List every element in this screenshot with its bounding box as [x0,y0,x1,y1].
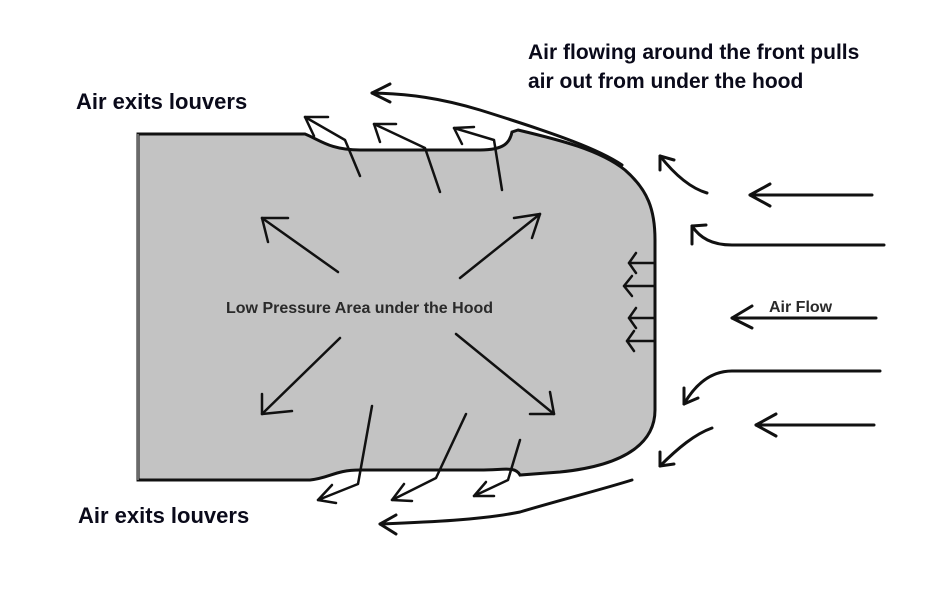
radiator-arrow-4 [625,329,657,353]
louver-arrow-top-1 [303,115,362,178]
airflow-arrow-center [730,304,878,330]
louver-arrow-bottom-2 [390,412,468,503]
center-label: Low Pressure Area under the Hood [226,300,493,317]
wrap-arrow-bottom-front [658,426,714,468]
pressure-arrow-down-right [454,332,556,416]
radiator-arrow-1 [627,251,657,275]
wrap-arrow-bottom-long [378,478,634,536]
bottom-left-label: Air exits louvers [78,503,249,528]
top-left-label: Air exits louvers [76,89,247,114]
wrap-arrow-top-long [370,82,624,167]
radiator-arrow-2 [622,274,657,298]
radiator-arrows [622,251,657,353]
radiator-arrow-3 [627,306,657,330]
top-right-label-line2: air out from under the hood [528,70,803,93]
air-flow-label: Air Flow [769,299,833,316]
wrap-arrow-top-front [658,154,709,195]
airflow-arrow-curve-up [690,223,886,247]
pressure-arrow-up-left [260,216,340,274]
airflow-arrow-5 [754,412,876,438]
pressure-arrow-down-left [260,336,342,416]
airflow-arrow-curve-down [682,369,882,406]
airflow-arrow-1 [748,182,874,208]
louver-arrow-top-3 [452,125,504,192]
louver-arrow-bottom-3 [472,438,522,498]
pressure-arrow-up-right [458,212,542,280]
louver-arrow-top-2 [372,122,442,194]
top-right-label-line1: Air flowing around the front pulls [528,41,859,64]
louver-arrow-bottom-1 [316,404,374,505]
